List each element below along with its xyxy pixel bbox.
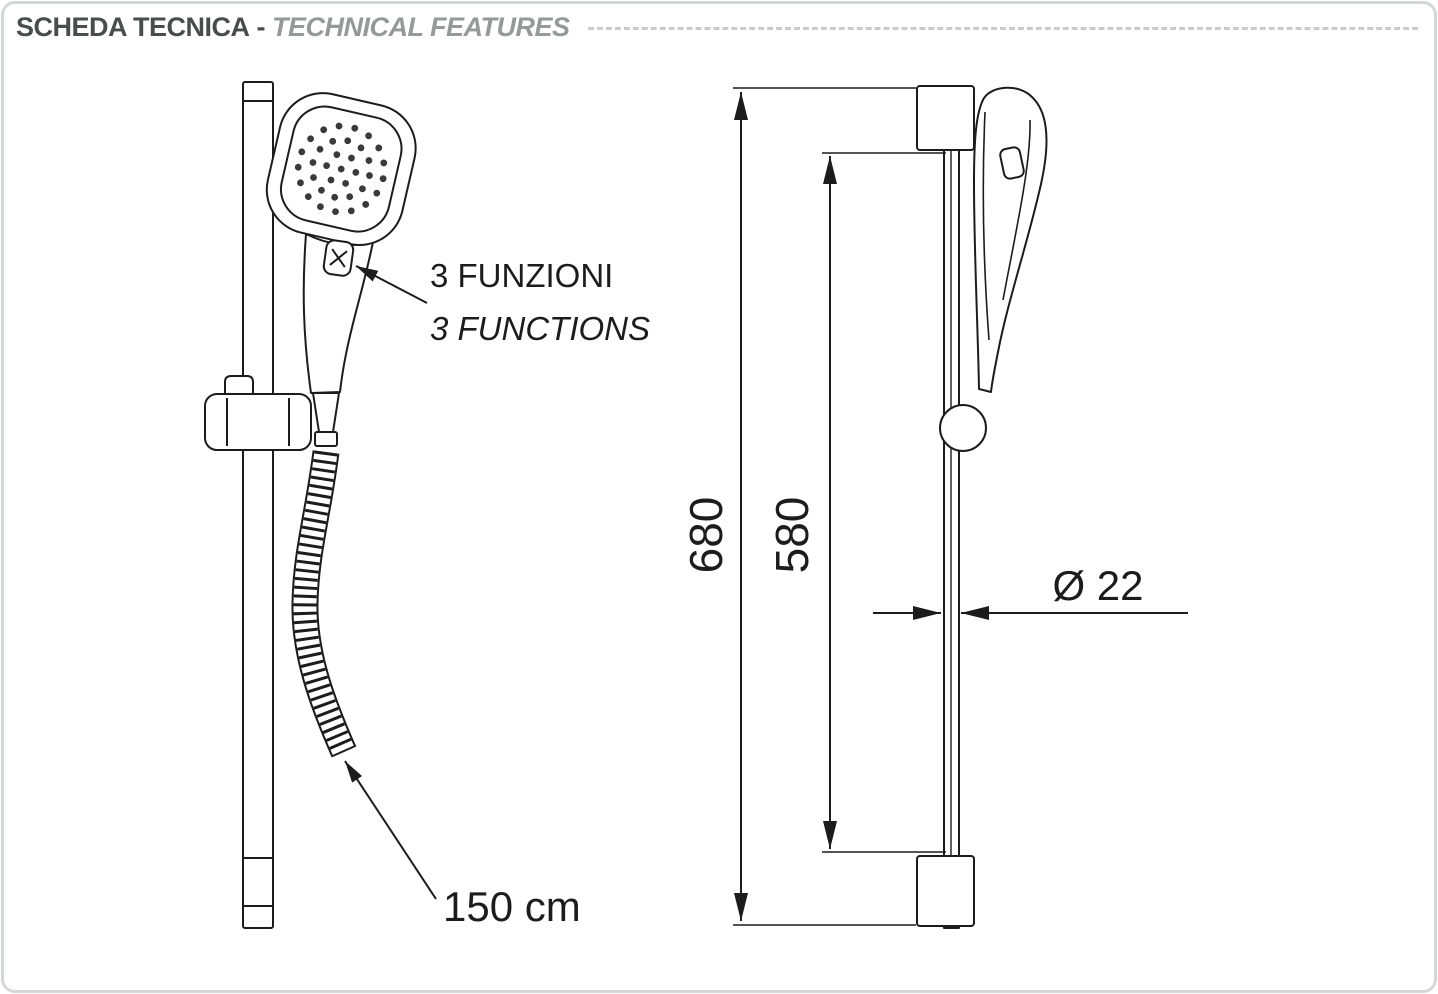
flexible-hose <box>305 452 344 752</box>
hose-length-label: 150 cm <box>443 883 581 930</box>
header: SCHEDA TECNICA-TECHNICAL FEATURES <box>16 12 1418 43</box>
nozzle-dots <box>294 122 388 216</box>
dashed-rule <box>587 27 1418 30</box>
title-secondary: TECHNICAL FEATURES <box>272 12 570 42</box>
functions-label-en: 3 FUNCTIONS <box>430 310 650 347</box>
functions-label-it: 3 FUNZIONI <box>430 257 613 294</box>
functions-leader-line <box>355 265 428 304</box>
title-primary: SCHEDA TECNICA <box>16 12 250 42</box>
wall-bracket-top <box>916 85 975 151</box>
page-title: SCHEDA TECNICA-TECHNICAL FEATURES <box>16 12 570 43</box>
shower-head-side <box>973 86 1048 393</box>
dim-680-label: 680 <box>680 497 732 574</box>
title-separator: - <box>256 12 266 42</box>
dimension-bracket-span <box>822 152 946 853</box>
diverter-button <box>322 239 355 277</box>
front-view <box>204 81 437 929</box>
side-view <box>733 85 1188 929</box>
hose-fitting <box>312 392 340 447</box>
dim-580-label: 580 <box>766 497 818 574</box>
slider-holder <box>204 375 312 451</box>
wall-bracket-bottom <box>916 855 975 927</box>
dim-diameter-label: Ø 22 <box>1052 562 1143 609</box>
shower-head-front <box>265 92 417 246</box>
hose-leader-line <box>344 760 437 900</box>
slider-knob <box>939 404 987 452</box>
rail-front <box>242 81 274 929</box>
dimension-total-height <box>733 87 916 926</box>
rail-side <box>943 85 960 929</box>
